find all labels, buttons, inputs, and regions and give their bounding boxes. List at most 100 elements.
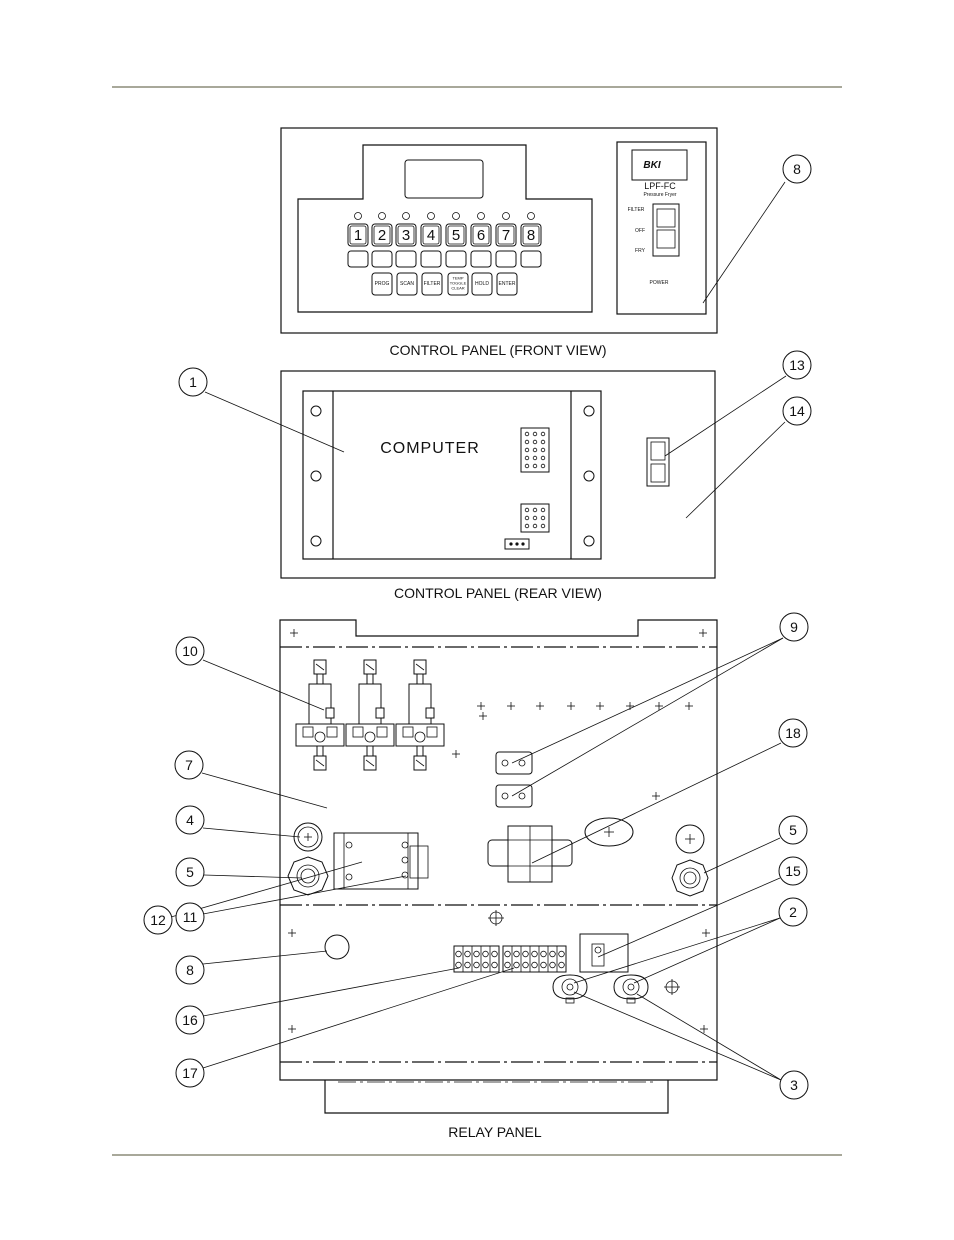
leader-line (597, 877, 781, 958)
key-label-2: 2 (378, 227, 386, 244)
temp-key-line: CLEAR (451, 286, 464, 291)
key-1 (347, 223, 369, 247)
high-limit-module (579, 933, 629, 973)
callout-5: 5 (175, 857, 303, 887)
leader-line (685, 421, 786, 519)
bki-logo-text: BKI (643, 160, 660, 171)
leader-line (201, 772, 328, 809)
callout-circle (175, 636, 205, 666)
callout-4: 4 (175, 805, 301, 838)
leader-line (203, 874, 303, 879)
key-3 (395, 223, 417, 247)
callout-8: 8 (702, 154, 812, 304)
callout-18: 18 (531, 718, 808, 864)
callout-7: 7 (174, 750, 328, 809)
callout-circle (175, 1058, 205, 1088)
temp-key-line: TOGGLE (450, 281, 467, 286)
fn-key-label: SCAN (400, 281, 414, 287)
callout-circle (143, 905, 173, 935)
contactor-3 (395, 659, 445, 771)
callout-number: 7 (185, 757, 193, 773)
callout-16: 16 (175, 967, 460, 1035)
callout-number: 15 (785, 863, 801, 879)
callout-number: 5 (186, 864, 194, 880)
mounting-holes (288, 629, 710, 1033)
callout-circle (782, 154, 812, 184)
key-5 (445, 223, 467, 247)
callout-number: 11 (183, 909, 198, 925)
model-label: LPF-FC (644, 181, 676, 191)
fn-key-filter (421, 272, 443, 296)
callout-circle (174, 750, 204, 780)
terminal-block-17 (502, 945, 567, 973)
led-5 (452, 212, 460, 220)
callout-circle (178, 367, 208, 397)
rear-power-switch (646, 437, 670, 487)
computer-label: COMPUTER (380, 440, 480, 457)
callout-circle (779, 1070, 809, 1100)
switch-label-filter: FILTER (628, 207, 645, 213)
leader-line (202, 967, 515, 1069)
switch-label-fry: FRY (635, 248, 646, 254)
callout-11: 11 (175, 875, 407, 932)
blank-key (347, 250, 369, 268)
led-7 (502, 212, 510, 220)
callout-number: 3 (790, 1077, 798, 1093)
callout-number: 18 (785, 725, 801, 741)
strain-relief-5-left (287, 856, 329, 896)
contactor-1 (295, 659, 345, 771)
callout-circle (175, 857, 205, 887)
callout-10: 10 (175, 636, 325, 711)
led-row (354, 212, 535, 220)
fn-key-label: HOLD (475, 281, 489, 287)
key-label-8: 8 (527, 227, 535, 244)
callout-2: 2 (573, 897, 808, 984)
leader-line (573, 917, 781, 984)
fn-key-label: PROG (375, 281, 390, 287)
callout-circle (778, 897, 808, 927)
callout-circle (782, 350, 812, 380)
callout-number: 10 (182, 643, 198, 659)
model-sub-label: Pressure Fryer (643, 192, 676, 198)
key-label-1: 1 (354, 227, 362, 244)
sockets (552, 974, 649, 1004)
power-module (616, 141, 707, 315)
front-view-caption: CONTROL PANEL (FRONT VIEW) (389, 342, 606, 358)
callout-number: 12 (150, 912, 166, 928)
leader-line (202, 659, 325, 711)
callout-number: 4 (186, 812, 194, 828)
callout-3: 3 (573, 991, 809, 1100)
leader-line (633, 917, 781, 984)
callout-number: 5 (789, 822, 797, 838)
blank-key (371, 250, 393, 268)
callout-circle (782, 396, 812, 426)
callout-8: 8 (175, 950, 328, 985)
leader-line (702, 181, 786, 304)
callout-number: 8 (186, 962, 194, 978)
switch-label-off: OFF (635, 228, 645, 234)
blank-key (470, 250, 492, 268)
callout-circle (175, 955, 205, 985)
connector-small (520, 503, 550, 533)
callout-circle (175, 805, 205, 835)
contactors (295, 659, 445, 771)
relays (495, 751, 533, 808)
callout-number: 1 (189, 374, 197, 390)
callout-circle (778, 815, 808, 845)
fn-key-label: ENTER (499, 281, 516, 287)
relay-panel-caption: RELAY PANEL (448, 1124, 542, 1140)
key-4 (420, 223, 442, 247)
transformer (487, 825, 573, 883)
callout-number: 2 (789, 904, 797, 920)
key-label-5: 5 (452, 227, 460, 244)
callout-circle (778, 718, 808, 748)
strain-relief-5-right (671, 859, 709, 897)
callout-14: 14 (685, 396, 812, 519)
fn-key-scan (396, 272, 418, 296)
grommet-4 (293, 822, 323, 852)
